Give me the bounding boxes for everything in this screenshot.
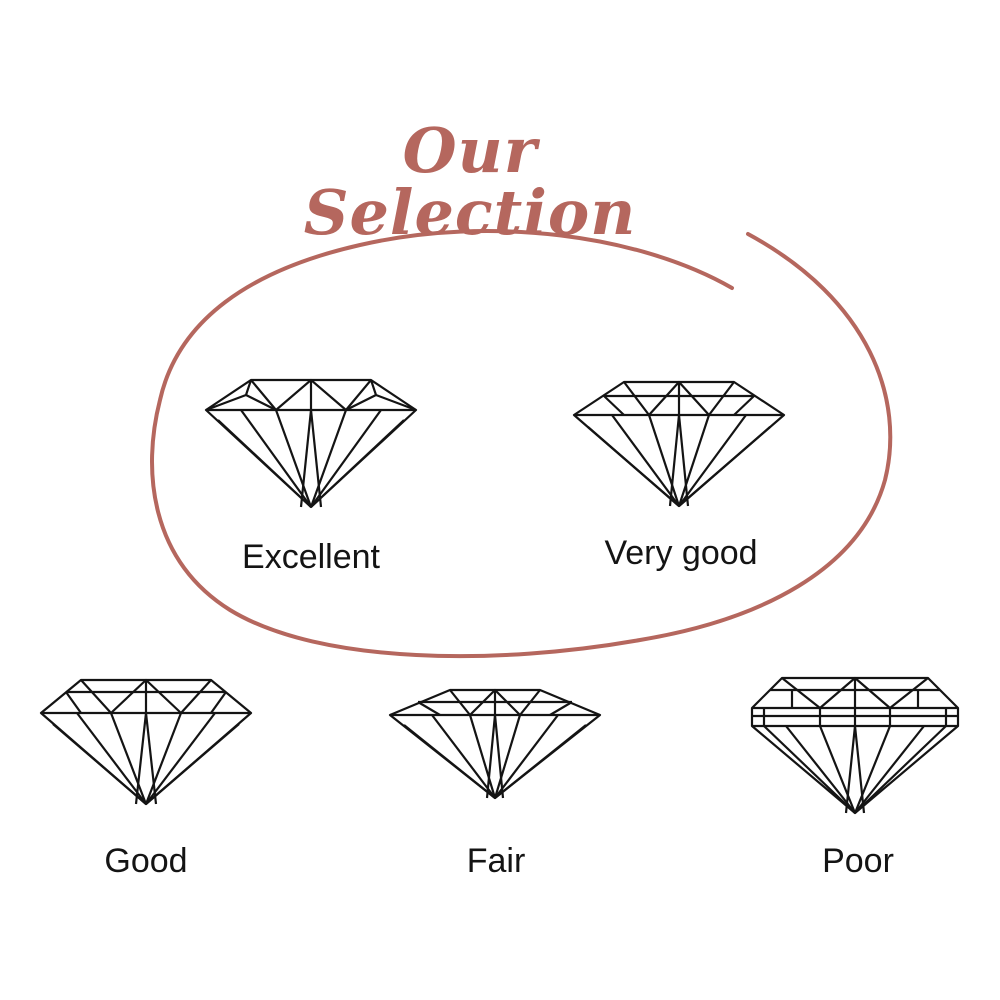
- cut-label-fair: Fair: [466, 842, 526, 880]
- diamond-poor-icon: [750, 676, 960, 815]
- diamond-good-icon: [39, 678, 253, 806]
- selection-loop: [150, 229, 893, 659]
- cut-label-very-good: Very good: [604, 534, 758, 572]
- selection-heading: Our Selection: [303, 114, 637, 249]
- diamond-fair-icon: [388, 688, 602, 800]
- cut-label-good: Good: [104, 842, 188, 880]
- cut-label-poor: Poor: [822, 842, 894, 880]
- cut-label-excellent: Excellent: [242, 538, 380, 576]
- diamond-excellent-icon: [204, 378, 418, 509]
- diamond-very-good-icon: [572, 380, 786, 508]
